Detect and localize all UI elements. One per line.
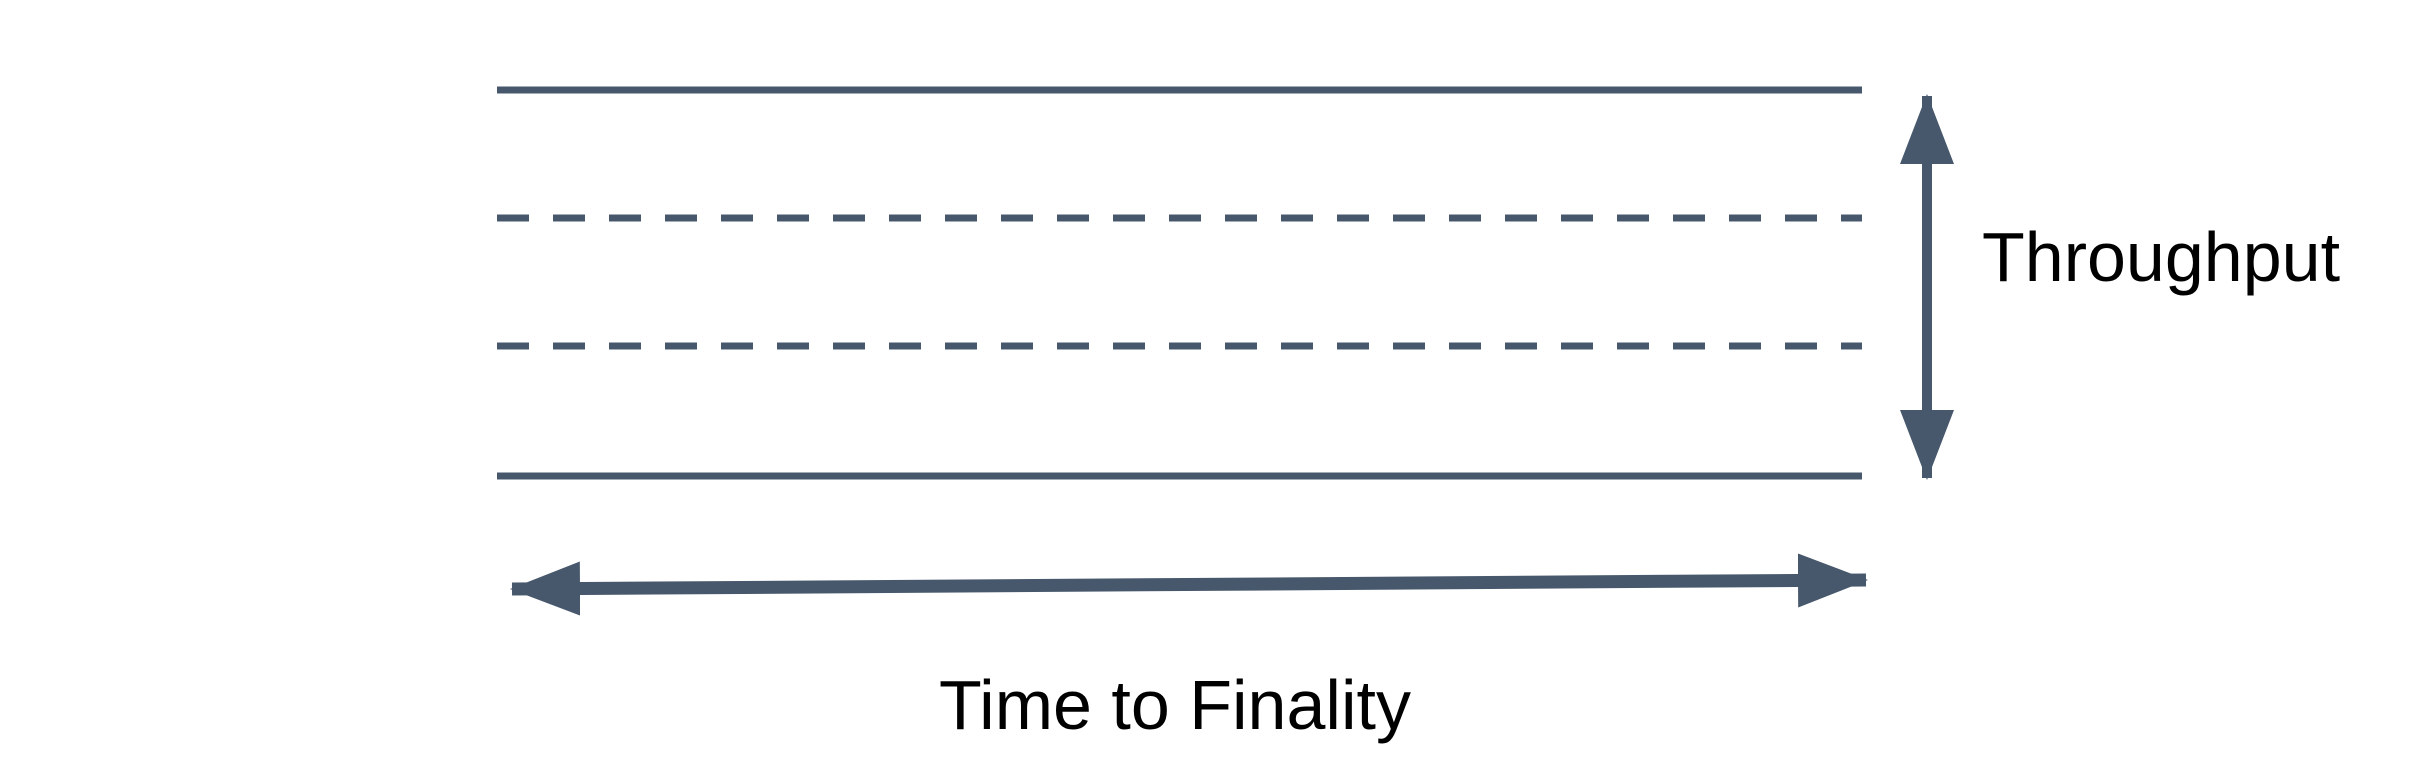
time-to-finality-label: Time to Finality [939,666,1411,744]
throughput-label: Throughput [1982,218,2341,296]
time-to-finality-arrow [510,553,1868,616]
